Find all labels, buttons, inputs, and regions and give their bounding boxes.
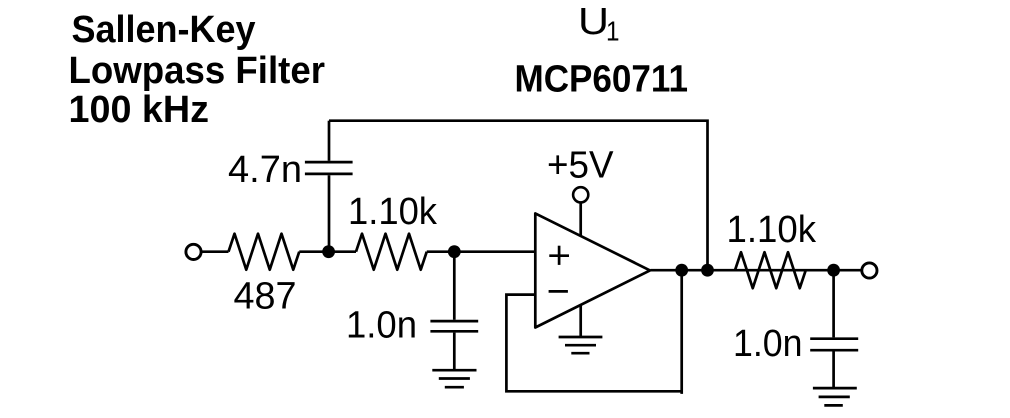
svg-text:4.7n: 4.7n — [228, 149, 302, 191]
svg-text:Lowpass Filter: Lowpass Filter — [69, 50, 326, 92]
svg-text:U: U — [578, 1, 609, 43]
svg-text:1: 1 — [606, 15, 620, 46]
svg-text:1.10k: 1.10k — [727, 209, 817, 251]
svg-text:Sallen-Key: Sallen-Key — [72, 9, 256, 51]
svg-text:1.0n: 1.0n — [346, 305, 417, 347]
svg-text:MCP60711: MCP60711 — [515, 59, 689, 101]
svg-text:100 kHz: 100 kHz — [69, 89, 210, 131]
svg-text:487: 487 — [234, 275, 297, 317]
svg-text:1.10k: 1.10k — [348, 191, 438, 233]
svg-text:+5V: +5V — [547, 145, 614, 187]
svg-text:1.0n: 1.0n — [733, 323, 803, 365]
